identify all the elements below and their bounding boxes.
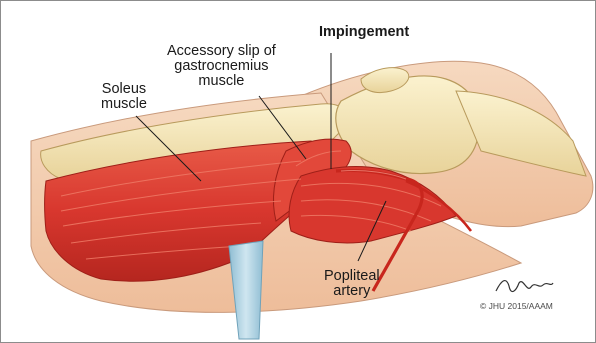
accessory-slip-label: Accessory slip of gastrocnemius muscle xyxy=(167,44,276,89)
artist-signature xyxy=(496,281,553,292)
soleus-label: Soleus muscle xyxy=(101,82,147,112)
achilles-tendon xyxy=(229,241,263,339)
impingement-label: Impingement xyxy=(319,25,409,40)
copyright-credit: © JHU 2015/AAAM xyxy=(480,301,553,311)
popliteal-label: Popliteal artery xyxy=(324,269,380,299)
